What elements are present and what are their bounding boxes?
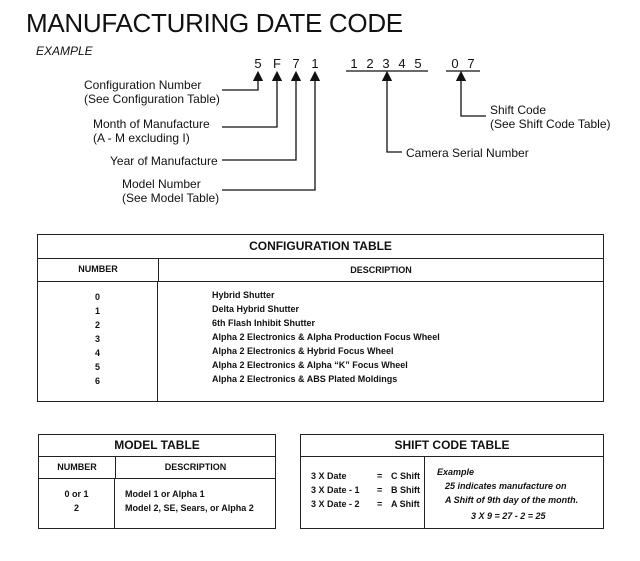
configuration-table-body: 0 1 2 3 4 5 6 Hybrid Shutter Delta Hybri… bbox=[38, 282, 603, 401]
model-table-title: MODEL TABLE bbox=[39, 435, 275, 457]
shift-row: 3 X Date - 2 = A Shift bbox=[311, 499, 424, 513]
shift-row: 3 X Date - 1 = B Shift bbox=[311, 485, 424, 499]
shift-formula-column: 3 X Date = C Shift 3 X Date - 1 = B Shif… bbox=[301, 457, 425, 528]
config-row-number: 0 bbox=[94, 292, 100, 302]
code-char-shift-1: 0 bbox=[451, 56, 459, 71]
config-description-column: Hybrid Shutter Delta Hybrid Shutter 6th … bbox=[158, 282, 603, 401]
model-row-number: 2 bbox=[73, 503, 79, 513]
shift-row-right: A Shift bbox=[391, 499, 420, 509]
shift-label: Shift Code (See Shift Code Table) bbox=[490, 103, 611, 131]
config-row-description: Alpha 2 Electronics & ABS Plated Molding… bbox=[212, 374, 398, 384]
config-row-number: 1 bbox=[94, 306, 100, 316]
model-col-number: NUMBER bbox=[39, 457, 116, 478]
month-title: Month of Manufacture bbox=[93, 117, 210, 131]
shift-row-eq: = bbox=[377, 499, 383, 509]
config-number-title: Configuration Number bbox=[84, 78, 202, 92]
shift-example-formula: 3 X 9 = 27 - 2 = 25 bbox=[471, 511, 546, 521]
shift-title: Shift Code bbox=[490, 103, 547, 117]
config-row-number: 5 bbox=[94, 362, 100, 372]
code-char-shift-2: 7 bbox=[467, 56, 475, 71]
config-number-sub: (See Configuration Table) bbox=[84, 92, 220, 106]
example-label: EXAMPLE bbox=[36, 44, 93, 58]
shift-example-line2: A Shift of 9th day of the month. bbox=[445, 495, 579, 505]
shift-row-eq: = bbox=[377, 471, 383, 481]
configuration-table-title: CONFIGURATION TABLE bbox=[38, 235, 603, 259]
code-char-serial-5: 5 bbox=[414, 56, 422, 71]
model-table: MODEL TABLE NUMBER DESCRIPTION 0 or 1 2 … bbox=[38, 434, 276, 529]
config-number-column: 0 1 2 3 4 5 6 bbox=[38, 282, 158, 401]
code-char-serial-4: 4 bbox=[398, 56, 406, 71]
month-arrow bbox=[222, 70, 283, 128]
config-row-description: 6th Flash Inhibit Shutter bbox=[212, 318, 315, 328]
shift-code-table: SHIFT CODE TABLE 3 X Date = C Shift 3 X … bbox=[300, 434, 604, 529]
config-row-description: Alpha 2 Electronics & Alpha “K” Focus Wh… bbox=[212, 360, 408, 370]
code-char-serial-1: 1 bbox=[350, 56, 358, 71]
page-title: MANUFACTURING DATE CODE bbox=[26, 8, 403, 38]
year-arrow bbox=[222, 70, 302, 161]
model-row-description: Model 1 or Alpha 1 bbox=[125, 489, 205, 499]
serial-arrow bbox=[381, 70, 402, 153]
config-arrow bbox=[222, 70, 264, 91]
shift-row-left: 3 X Date bbox=[311, 471, 347, 481]
shift-example-title: Example bbox=[437, 467, 475, 477]
model-table-header: NUMBER DESCRIPTION bbox=[39, 457, 275, 479]
config-col-number: NUMBER bbox=[38, 259, 159, 281]
model-arrow bbox=[222, 70, 321, 191]
month-label: Month of Manufacture (A - M excluding I) bbox=[93, 117, 210, 145]
shift-row-left: 3 X Date - 2 bbox=[311, 499, 360, 509]
config-row-description: Delta Hybrid Shutter bbox=[212, 304, 300, 314]
model-description-column: Model 1 or Alpha 1 Model 2, SE, Sears, o… bbox=[115, 479, 275, 528]
config-row-description: Alpha 2 Electronics & Hybrid Focus Wheel bbox=[212, 346, 394, 356]
month-sub: (A - M excluding I) bbox=[93, 131, 190, 145]
shift-row-right: B Shift bbox=[391, 485, 420, 495]
config-row-number: 4 bbox=[94, 348, 100, 358]
config-row-number: 6 bbox=[94, 376, 100, 386]
model-number-sub: (See Model Table) bbox=[122, 191, 220, 205]
year-label: Year of Manufacture bbox=[110, 154, 218, 168]
configuration-table: CONFIGURATION TABLE NUMBER DESCRIPTION 0… bbox=[37, 234, 604, 402]
config-col-description: DESCRIPTION bbox=[350, 265, 412, 275]
shift-row-eq: = bbox=[377, 485, 383, 495]
model-number-title: Model Number bbox=[122, 177, 201, 191]
code-char-config: 5 bbox=[254, 56, 262, 71]
model-row-description: Model 2, SE, Sears, or Alpha 2 bbox=[125, 503, 254, 513]
configuration-table-header: NUMBER DESCRIPTION bbox=[38, 259, 603, 282]
code-char-model: 1 bbox=[311, 56, 319, 71]
config-row-description: Hybrid Shutter bbox=[212, 290, 275, 300]
shift-code-table-title: SHIFT CODE TABLE bbox=[301, 435, 603, 457]
model-table-body: 0 or 1 2 Model 1 or Alpha 1 Model 2, SE,… bbox=[39, 479, 275, 528]
config-row-number: 3 bbox=[94, 334, 100, 344]
shift-row: 3 X Date = C Shift bbox=[311, 471, 424, 485]
shift-sub: (See Shift Code Table) bbox=[490, 117, 611, 131]
model-row-number: 0 or 1 bbox=[64, 489, 89, 499]
code-char-month: F bbox=[273, 56, 281, 71]
shift-code-table-body: 3 X Date = C Shift 3 X Date - 1 = B Shif… bbox=[301, 457, 603, 528]
shift-row-right: C Shift bbox=[391, 471, 420, 481]
code-char-serial-2: 2 bbox=[366, 56, 374, 71]
serial-label: Camera Serial Number bbox=[406, 146, 529, 160]
shift-row-left: 3 X Date - 1 bbox=[311, 485, 360, 495]
shift-arrow bbox=[455, 70, 486, 117]
config-number-label: Configuration Number (See Configuration … bbox=[84, 78, 220, 106]
model-number-column: 0 or 1 2 bbox=[39, 479, 115, 528]
shift-example-line1: 25 indicates manufacture on bbox=[445, 481, 567, 491]
code-char-serial-3: 3 bbox=[382, 56, 390, 71]
code-char-year: 7 bbox=[292, 56, 300, 71]
config-row-number: 2 bbox=[94, 320, 100, 330]
model-col-description: DESCRIPTION bbox=[164, 462, 227, 472]
model-number-label: Model Number (See Model Table) bbox=[122, 177, 219, 205]
config-row-description: Alpha 2 Electronics & Alpha Production F… bbox=[212, 332, 440, 342]
shift-example-column: Example 25 indicates manufacture on A Sh… bbox=[425, 457, 603, 528]
